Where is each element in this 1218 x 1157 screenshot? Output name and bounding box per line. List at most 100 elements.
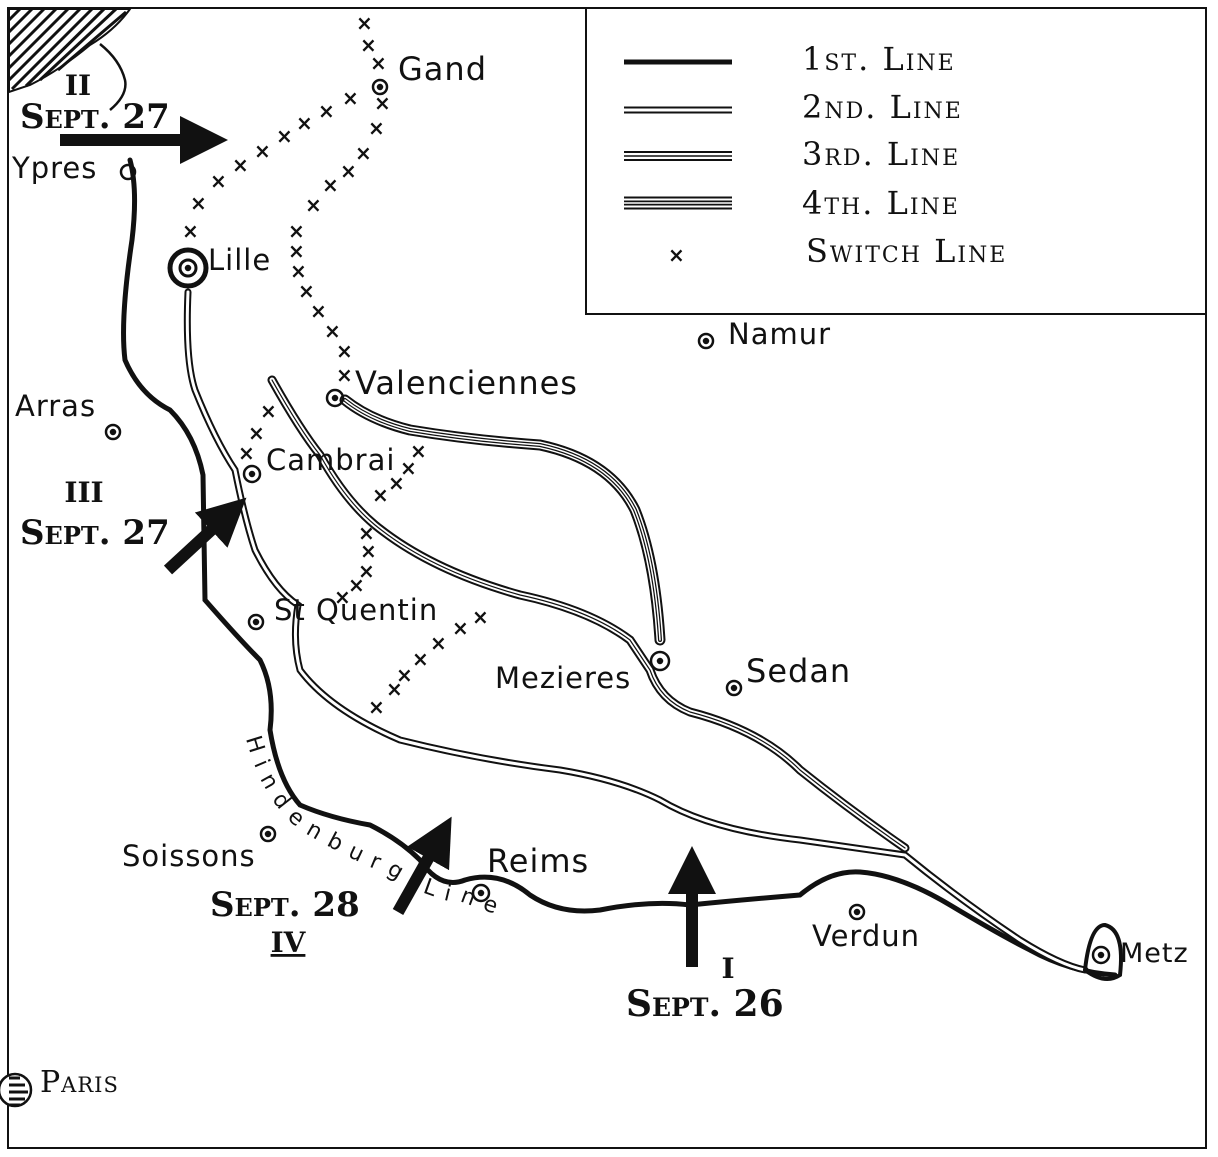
- switch-mark: ×: [386, 677, 403, 701]
- switch-mark: ×: [360, 539, 377, 563]
- switch-mark: ×: [276, 124, 293, 148]
- switch-mark: ×: [430, 631, 447, 655]
- city-label-st-quentin: St Quentin: [274, 593, 438, 627]
- switch-mark: ×: [248, 421, 265, 445]
- legend: × 1st. Line 2nd. Line 3rd. Line 4th. Lin…: [585, 7, 1207, 315]
- switch-mark: ×: [318, 99, 335, 123]
- switch-mark: ×: [336, 363, 353, 387]
- switch-mark: ×: [310, 299, 327, 323]
- legend-swatch-switch: ×: [668, 243, 685, 267]
- city-marker-ypres: [119, 163, 137, 181]
- city-label-paris: Paris: [40, 1065, 119, 1100]
- second-line: [183, 288, 1089, 974]
- attack-ii-date: Sept. 27: [20, 97, 170, 137]
- switch-mark: ×: [356, 11, 373, 35]
- switch-line-gand-valenciennes: × × × × × × × × × × × × × ×: [288, 91, 391, 387]
- switch-mark: ×: [254, 139, 271, 163]
- city-label-sedan: Sedan: [746, 652, 851, 690]
- switch-mark: ×: [368, 116, 385, 140]
- attack-arrows: [60, 116, 716, 967]
- attack-arrow-iii: [163, 497, 247, 575]
- legend-label-switch: Switch Line: [806, 232, 1007, 270]
- city-label-mezieres: Mezieres: [495, 661, 631, 695]
- city-markers: [0, 78, 1111, 1108]
- city-label-soissons: Soissons: [122, 839, 256, 873]
- switch-mark: ×: [348, 573, 365, 597]
- switch-mark: ×: [358, 559, 375, 583]
- switch-mark: ×: [288, 239, 305, 263]
- attack-iii-date: Sept. 27: [20, 513, 170, 553]
- city-marker-mezieres: [649, 650, 671, 672]
- switch-mark: ×: [342, 86, 359, 110]
- city-marker-namur: [697, 332, 715, 350]
- city-label-valenciennes: Valenciennes: [355, 364, 578, 402]
- city-labels: Gand Ypres Lille Namur Valenciennes Arra…: [11, 50, 1189, 1100]
- switch-mark: ×: [334, 585, 351, 609]
- switch-line-gand-lille: × × × × × × × × ×: [182, 86, 359, 243]
- city-marker-arras: [104, 423, 122, 441]
- switch-mark: ×: [472, 605, 489, 629]
- metz-loop: [1082, 922, 1123, 981]
- city-marker-lille: [167, 247, 209, 289]
- switch-line-cambrai-st-quentin: × × × × × × × × ×: [334, 439, 427, 609]
- switch-mark: ×: [296, 111, 313, 135]
- attack-iii-numeral: III: [64, 476, 103, 509]
- switch-mark: ×: [336, 339, 353, 363]
- attack-labels: II Sept. 27 III Sept. 27 Sept. 28 IV I S…: [20, 69, 784, 1025]
- switch-mark: ×: [368, 695, 385, 719]
- city-marker-paris: [0, 1072, 33, 1108]
- boundary-line: [99, 43, 127, 111]
- attack-iv-date: Sept. 28: [210, 885, 360, 925]
- switch-mark: ×: [358, 521, 375, 545]
- attack-arrow-iv: [392, 816, 452, 915]
- city-marker-st-quentin: [247, 613, 265, 631]
- city-label-namur: Namur: [728, 317, 831, 351]
- city-marker-verdun: [848, 903, 866, 921]
- switch-mark: ×: [238, 441, 255, 465]
- attack-i-numeral: I: [721, 952, 734, 985]
- switch-mark: ×: [210, 169, 227, 193]
- switch-line-cambrai: × × ×: [238, 399, 277, 465]
- legend-label-line3: 3rd. Line: [802, 135, 960, 173]
- sea-hatching: [7, 7, 132, 94]
- switch-mark: ×: [182, 219, 199, 243]
- city-marker-soissons: [259, 825, 277, 843]
- city-marker-valenciennes: [325, 388, 345, 408]
- switch-mark: ×: [232, 153, 249, 177]
- attack-ii-numeral: II: [65, 69, 91, 102]
- switch-mark: ×: [322, 173, 339, 197]
- switch-mark: ×: [190, 191, 207, 215]
- city-label-lille: Lille: [208, 243, 271, 277]
- switch-mark: ×: [374, 91, 391, 115]
- switch-lines: × × × × × × × × × × × × × × × × × × × × …: [182, 11, 489, 719]
- switch-mark: ×: [260, 399, 277, 423]
- switch-line-south: × × × × × × ×: [368, 605, 489, 719]
- third-line: [267, 375, 910, 853]
- switch-mark: ×: [288, 219, 305, 243]
- attack-iv-numeral: IV: [271, 926, 307, 959]
- switch-line-gand-north: × × ×: [356, 11, 387, 75]
- city-marker-sedan: [725, 679, 743, 697]
- switch-mark: ×: [290, 259, 307, 283]
- switch-mark: ×: [370, 51, 387, 75]
- fourth-line: [339, 394, 666, 646]
- switch-mark: ×: [360, 33, 377, 57]
- switch-mark: ×: [324, 319, 341, 343]
- legend-label-line1: 1st. Line: [802, 40, 956, 78]
- attack-i-date: Sept. 26: [626, 983, 784, 1025]
- legend-label-line4: 4th. Line: [802, 184, 960, 222]
- switch-mark: ×: [412, 647, 429, 671]
- city-label-metz: Metz: [1120, 938, 1189, 969]
- switch-mark: ×: [452, 616, 469, 640]
- city-label-ypres: Ypres: [11, 151, 97, 185]
- switch-mark: ×: [340, 159, 357, 183]
- city-label-arras: Arras: [15, 389, 96, 423]
- switch-mark: ×: [355, 141, 372, 165]
- city-label-reims: Reims: [487, 842, 589, 880]
- city-marker-reims: [471, 883, 491, 903]
- city-label-gand: Gand: [398, 50, 487, 88]
- switch-mark: ×: [305, 193, 322, 217]
- city-marker-gand: [371, 78, 389, 96]
- switch-mark: ×: [396, 663, 413, 687]
